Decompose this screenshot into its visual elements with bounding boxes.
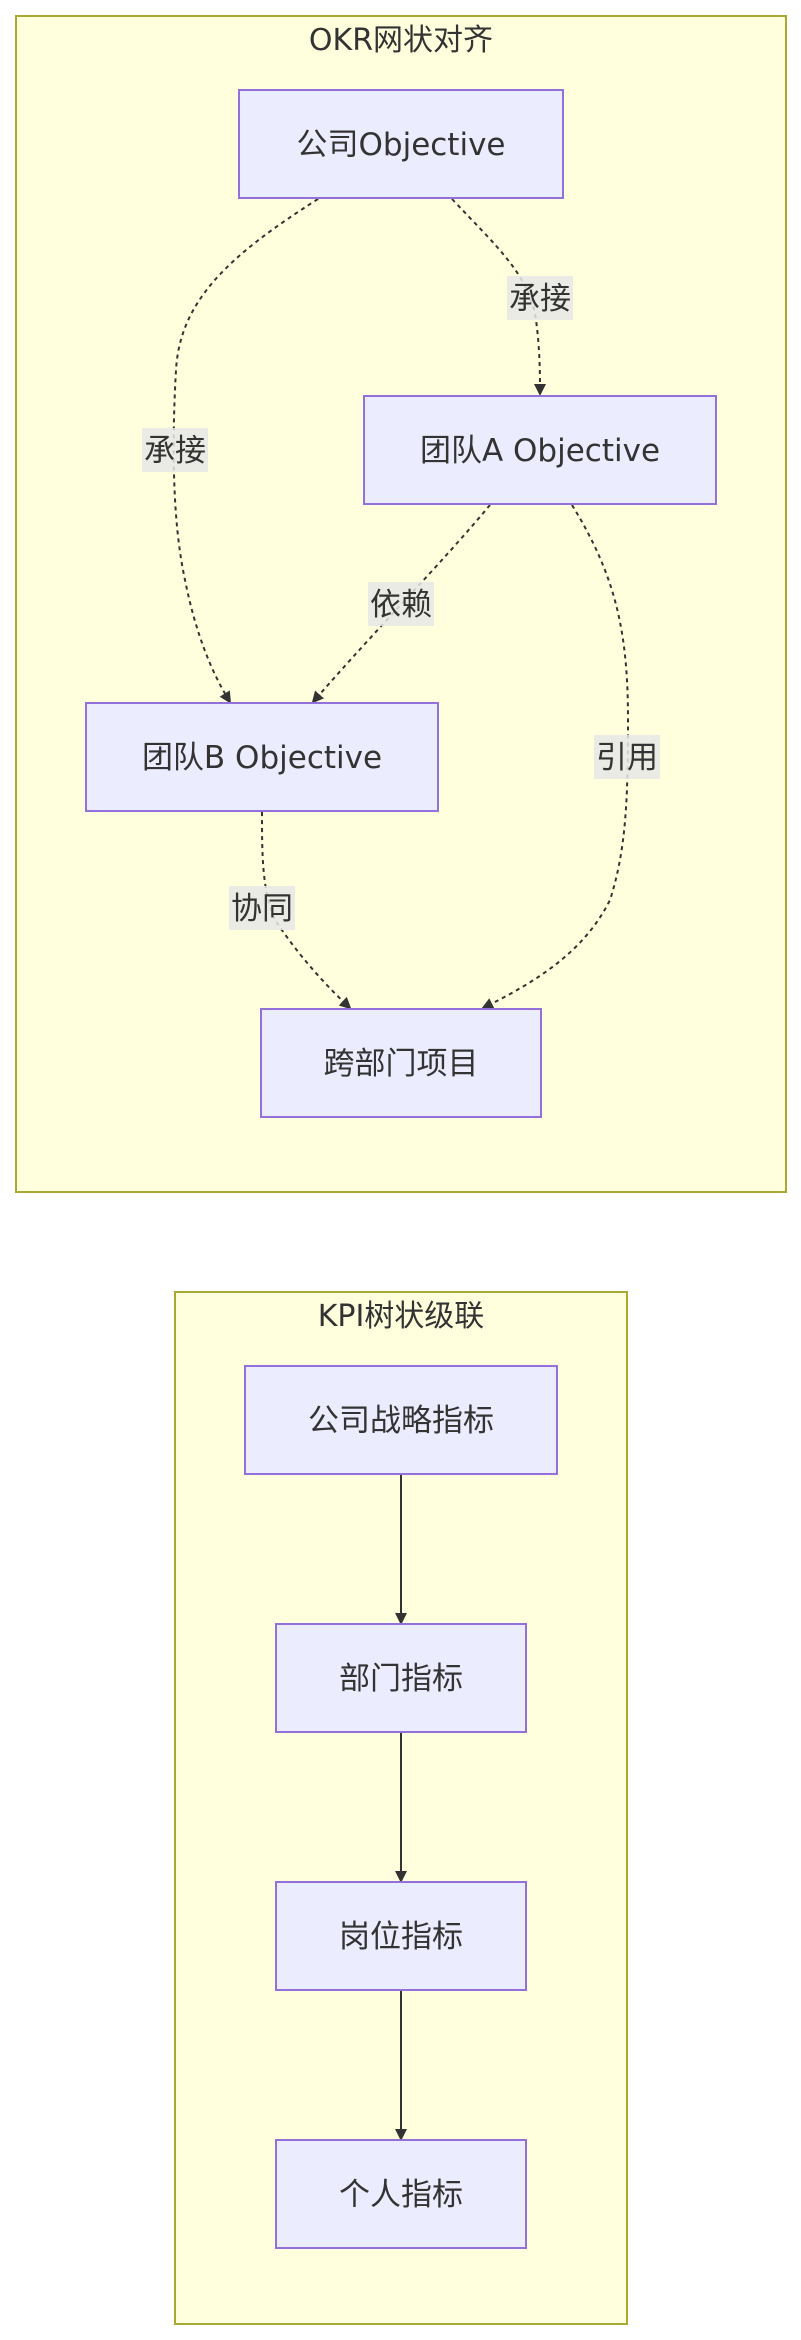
node-label: 个人指标 xyxy=(339,2177,463,2213)
edge-company-to-team-b xyxy=(172,198,319,704)
node-label: 跨部门项目 xyxy=(324,1046,479,1082)
node-department-kpi: 部门指标 xyxy=(275,1623,527,1733)
node-label: 团队A Objective xyxy=(420,433,660,469)
node-label: 岗位指标 xyxy=(339,1919,463,1955)
edge-team-a-to-project xyxy=(481,504,630,1009)
edge-label-text: 依赖 xyxy=(370,587,432,623)
node-label: 公司战略指标 xyxy=(308,1403,494,1439)
kpi-cluster-title: KPI树状级联 xyxy=(318,1299,485,1334)
edge-label-team-a-to-team-b: 依赖 xyxy=(368,582,434,626)
node-label: 公司Objective xyxy=(297,127,506,163)
edge-label-company-to-team-a: 承接 xyxy=(507,276,573,320)
node-label: 部门指标 xyxy=(339,1661,463,1697)
edge-label-team-a-to-project: 引用 xyxy=(594,735,660,779)
edge-label-team-b-to-project: 协同 xyxy=(229,886,295,930)
node-company-strategy-kpi: 公司战略指标 xyxy=(244,1365,558,1475)
node-position-kpi: 岗位指标 xyxy=(275,1881,527,1991)
node-label: 团队B Objective xyxy=(142,740,382,776)
edge-label-text: 引用 xyxy=(596,740,658,776)
edge-label-company-to-team-b: 承接 xyxy=(142,428,208,472)
node-cross-dept-project: 跨部门项目 xyxy=(260,1008,542,1118)
edge-label-text: 承接 xyxy=(509,281,571,317)
node-personal-kpi: 个人指标 xyxy=(275,2139,527,2249)
edge-label-text: 协同 xyxy=(231,891,293,927)
node-team-a-objective: 团队A Objective xyxy=(363,395,717,505)
okr-cluster-title: OKR网状对齐 xyxy=(309,23,493,58)
node-team-b-objective: 团队B Objective xyxy=(85,702,439,812)
edge-label-text: 承接 xyxy=(144,433,206,469)
node-company-objective: 公司Objective xyxy=(238,89,564,199)
